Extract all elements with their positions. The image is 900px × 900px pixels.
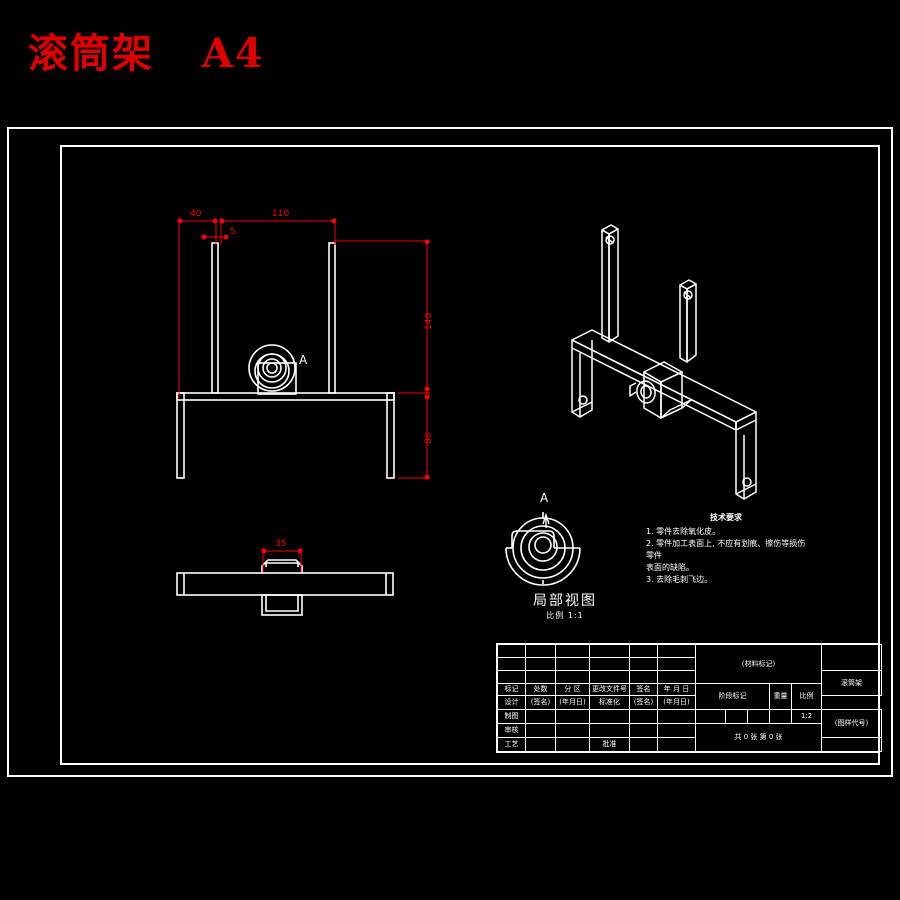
tb-row-draw-c2 [555, 708, 590, 724]
technical-requirement-item-2: 2. 零件加工表面上, 不应有划痕、擦伤等损伤零件 [646, 539, 806, 560]
tb-blank-cell [589, 656, 630, 671]
page-title: 滚筒架 A4 [28, 30, 265, 77]
technical-requirement-item-2-cont: 表面的缺陷。 [646, 563, 694, 572]
tb-blank-cell [497, 656, 526, 671]
dimension-label-40: 40 [190, 209, 202, 219]
dimension-label-140: 140 [424, 312, 434, 330]
local-view-caption: 局部视图 比例 1:1 [500, 592, 630, 621]
tb-row-check-c5 [657, 722, 696, 738]
tb-row-check-label: 审核 [497, 722, 526, 738]
tb-row-process-c2 [555, 736, 590, 753]
dimension-label-80: 80 [424, 432, 434, 444]
tb-row-design-sign: (签名) [525, 694, 556, 710]
tb-row-draw-c4 [629, 708, 658, 724]
tb-weight-label: 重量 [769, 682, 792, 710]
tb-part-title: 滚筒架 [821, 669, 883, 696]
tb-blank-cell [657, 656, 696, 671]
tb-blank-cell [629, 669, 658, 684]
tb-drawing-code: (图样代号) [821, 708, 883, 738]
tb-material-mark: (材料标记) [694, 644, 823, 684]
title-block: (材料标记) 滚筒架 标记 [496, 643, 883, 753]
tb-scale-label: 比例 [790, 682, 823, 710]
tb-blank-cell [555, 656, 590, 671]
technical-requirement-item-1: 1. 零件去除氧化皮。 [646, 527, 721, 536]
tb-scale-value: 1:2 [790, 708, 823, 724]
tb-head-sign: 签名 [629, 682, 658, 696]
tb-row-design-date: (年月日) [555, 694, 590, 710]
dimension-label-110: 110 [272, 209, 290, 219]
tb-row-check-c2 [555, 722, 590, 738]
sheet-inner-border [60, 145, 880, 765]
tb-head-count: 处数 [525, 682, 556, 696]
tb-blank-cell [657, 644, 696, 658]
tb-blank-cell [525, 669, 556, 684]
tb-blank-cell [525, 656, 556, 671]
tb-row-process-approve: 批准 [589, 736, 630, 753]
tb-stage-cell-1 [695, 708, 726, 724]
tb-row-check-c3 [589, 722, 630, 738]
tb-row-check-c4 [629, 722, 658, 738]
tb-blank-cell [657, 669, 696, 684]
tb-head-date: 年 月 日 [657, 682, 696, 696]
tb-row-design-sign2: (签名) [629, 694, 658, 710]
technical-requirements-block: 技术要求 1. 零件去除氧化皮。 2. 零件加工表面上, 不应有划痕、擦伤等损伤… [646, 512, 806, 586]
tb-weight-value [769, 708, 792, 724]
tb-blank-cell [589, 669, 630, 684]
tb-row-draw-label: 制图 [497, 708, 526, 724]
technical-requirements-title: 技术要求 [710, 513, 742, 522]
tb-blank-cell [525, 644, 556, 658]
local-view-scale: 比例 1:1 [546, 611, 584, 620]
detail-marker-a-front: A [299, 353, 308, 367]
dimension-label-35: 35 [275, 539, 287, 549]
tb-row-draw-c3 [589, 708, 630, 724]
tb-row-draw-c5 [657, 708, 696, 724]
tb-head-zone: 分 区 [555, 682, 590, 696]
tb-sheet-count: 共 0 张 第 0 张 [694, 722, 823, 753]
technical-requirement-item-3: 3. 去除毛刺飞边。 [646, 575, 713, 584]
tb-row-design-label: 设计 [497, 694, 526, 710]
tb-blank-cell [629, 644, 658, 658]
tb-row-design-standardize: 标准化 [589, 694, 630, 710]
tb-row-design-date2: (年月日) [657, 694, 696, 710]
tb-row-check-c1 [525, 722, 556, 738]
tb-stage-mark: 阶段标记 [695, 682, 770, 710]
tb-blank-cell [555, 644, 590, 658]
tb-stage-cell-3 [747, 708, 770, 724]
tb-blank-cell [497, 644, 526, 658]
detail-marker-a-local: A [540, 491, 549, 505]
dimension-label-5: 5 [230, 227, 236, 237]
tb-blank-cell [589, 644, 630, 658]
tb-bottom-right-blank [821, 736, 883, 753]
tb-row-draw-c1 [525, 708, 556, 724]
tb-blank-cell [629, 656, 658, 671]
tb-row-process-c5 [657, 736, 696, 753]
local-view-name: 局部视图 [533, 593, 597, 609]
tb-blank-cell [555, 669, 590, 684]
tb-head-mark: 标记 [497, 682, 526, 696]
tb-row-process-c4 [629, 736, 658, 753]
tb-row-process-label: 工艺 [497, 736, 526, 753]
tb-drawing-top-blank [821, 644, 883, 671]
sheet-outer-border [7, 127, 893, 777]
tb-row-process-c1 [525, 736, 556, 753]
tb-blank-cell [497, 669, 526, 684]
tb-head-changefile: 更改文件号 [589, 682, 630, 696]
tb-stage-cell-2 [725, 708, 748, 724]
